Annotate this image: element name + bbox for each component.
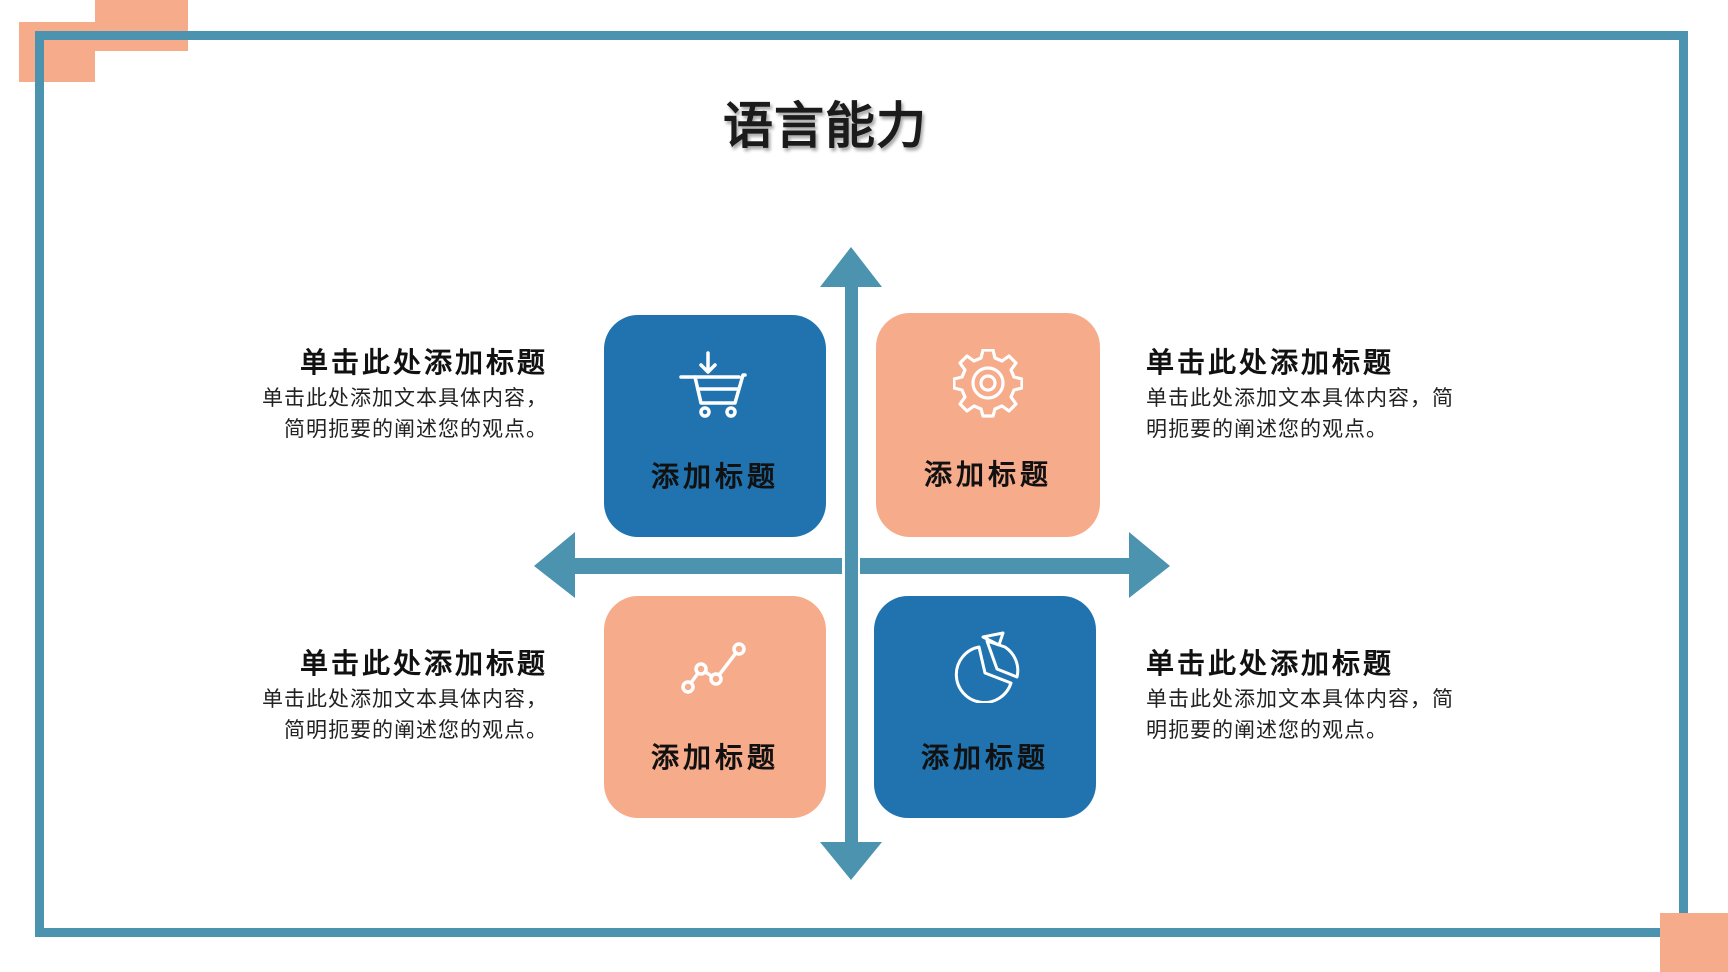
- note-bottom-left: 单击此处添加标题 单击此处添加文本具体内容， 简明扼要的阐述您的观点。: [178, 644, 548, 746]
- note-body-line: 单击此处添加文本具体内容，简: [1146, 687, 1454, 711]
- note-body-line: 单击此处添加文本具体内容，: [262, 687, 548, 711]
- arrow-right-icon: [1129, 532, 1170, 598]
- note-body-line: 明扼要的阐述您的观点。: [1146, 417, 1388, 441]
- note-title: 单击此处添加标题: [1146, 346, 1395, 379]
- note-body-line: 明扼要的阐述您的观点。: [1146, 718, 1388, 742]
- corner-decoration-top: [95, 0, 188, 51]
- tile-label: 添加标题: [923, 458, 1052, 491]
- arrow-down-icon: [820, 842, 882, 880]
- gear-icon: [876, 349, 1100, 419]
- quadrant-tile-bottom-left[interactable]: 添加标题: [604, 596, 826, 818]
- note-bottom-right: 单击此处添加标题 单击此处添加文本具体内容，简 明扼要的阐述您的观点。: [1146, 644, 1516, 746]
- note-title: 单击此处添加标题: [299, 647, 548, 680]
- line-chart-icon: [604, 632, 826, 702]
- pie-chart-icon: [874, 631, 1096, 703]
- note-body-line: 简明扼要的阐述您的观点。: [284, 417, 548, 441]
- horizontal-axis-left: [560, 558, 842, 574]
- quadrant-tile-top-left[interactable]: 添加标题: [604, 315, 826, 537]
- vertical-axis-line: [845, 280, 858, 855]
- horizontal-axis-right: [860, 558, 1132, 574]
- note-top-left: 单击此处添加标题 单击此处添加文本具体内容， 简明扼要的阐述您的观点。: [178, 343, 548, 445]
- note-top-right: 单击此处添加标题 单击此处添加文本具体内容，简 明扼要的阐述您的观点。: [1146, 343, 1516, 445]
- arrow-left-icon: [534, 532, 575, 598]
- arrow-up-icon: [820, 247, 882, 287]
- tile-label: 添加标题: [650, 460, 779, 493]
- note-body-line: 单击此处添加文本具体内容，简: [1146, 386, 1454, 410]
- quadrant-tile-top-right[interactable]: 添加标题: [876, 313, 1100, 537]
- note-body-line: 简明扼要的阐述您的观点。: [284, 718, 548, 742]
- note-title: 单击此处添加标题: [299, 346, 548, 379]
- note-body-line: 单击此处添加文本具体内容，: [262, 386, 548, 410]
- note-title: 单击此处添加标题: [1146, 647, 1395, 680]
- tile-label: 添加标题: [920, 741, 1049, 774]
- tile-label: 添加标题: [650, 741, 779, 774]
- quadrant-tile-bottom-right[interactable]: 添加标题: [874, 596, 1096, 818]
- shopping-cart-icon: [604, 351, 826, 421]
- corner-decoration-bottom-right: [1660, 913, 1728, 972]
- page-title: 语言能力: [723, 97, 927, 155]
- slide-frame: [35, 31, 1688, 937]
